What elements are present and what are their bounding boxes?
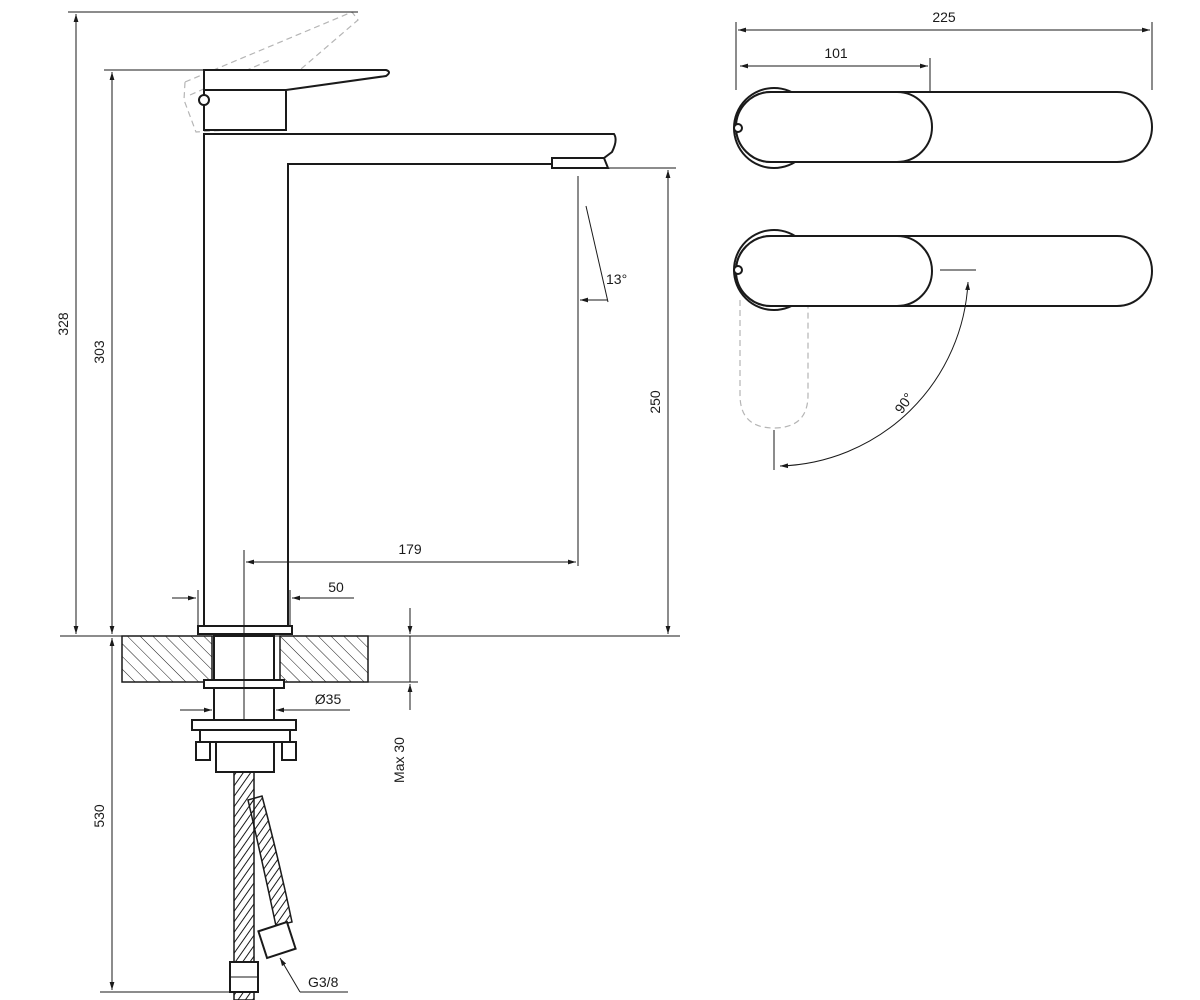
flex-hoses <box>229 771 297 1000</box>
dim-body-width: 50 <box>172 579 354 626</box>
dim-lever-rotation-label: 90° <box>891 390 916 417</box>
side-view: 328 303 250 13° 179 <box>55 11 680 1000</box>
dim-spout-reach-label: 179 <box>398 541 422 557</box>
dim-overall-height: 328 <box>55 11 358 637</box>
dim-aerator-height: 250 <box>368 167 676 637</box>
dim-max-deck: Max 30 <box>368 608 418 783</box>
dim-aerator-height-label: 250 <box>647 390 663 414</box>
base-flange <box>197 625 293 635</box>
hose-thread-label: G3/8 <box>308 974 339 990</box>
hose-thread-callout: G3/8 <box>279 957 348 993</box>
dim-spout-height: 303 <box>91 69 204 634</box>
dim-spout-angle: 13° <box>577 176 627 566</box>
dim-top-lever-length-label: 101 <box>824 45 848 61</box>
dim-max-deck-label: Max 30 <box>391 737 407 783</box>
dim-top-total-length-label: 225 <box>932 9 956 25</box>
faucet-body <box>203 133 617 629</box>
dim-overall-height-label: 328 <box>55 312 71 336</box>
dim-top-lever-length: 101 <box>740 45 931 92</box>
lever-handle <box>198 69 390 131</box>
dim-hose-length: 530 <box>91 638 230 993</box>
dim-top-total-length: 225 <box>735 9 1153 90</box>
hose-nut-right <box>257 920 297 960</box>
dim-hose-length-label: 530 <box>91 804 107 828</box>
top-view-closed: 225 101 <box>733 9 1153 169</box>
dim-hole-diameter: Ø35 <box>180 691 350 713</box>
dim-spout-angle-label: 13° <box>606 271 627 287</box>
dim-hole-diameter-label: Ø35 <box>315 691 342 707</box>
top-view-rotated: 90° <box>733 229 1153 470</box>
dim-spout-height-label: 303 <box>91 340 107 364</box>
dim-body-width-label: 50 <box>328 579 344 595</box>
countertop-section <box>100 635 680 683</box>
dim-spout-reach: 179 <box>243 541 576 720</box>
